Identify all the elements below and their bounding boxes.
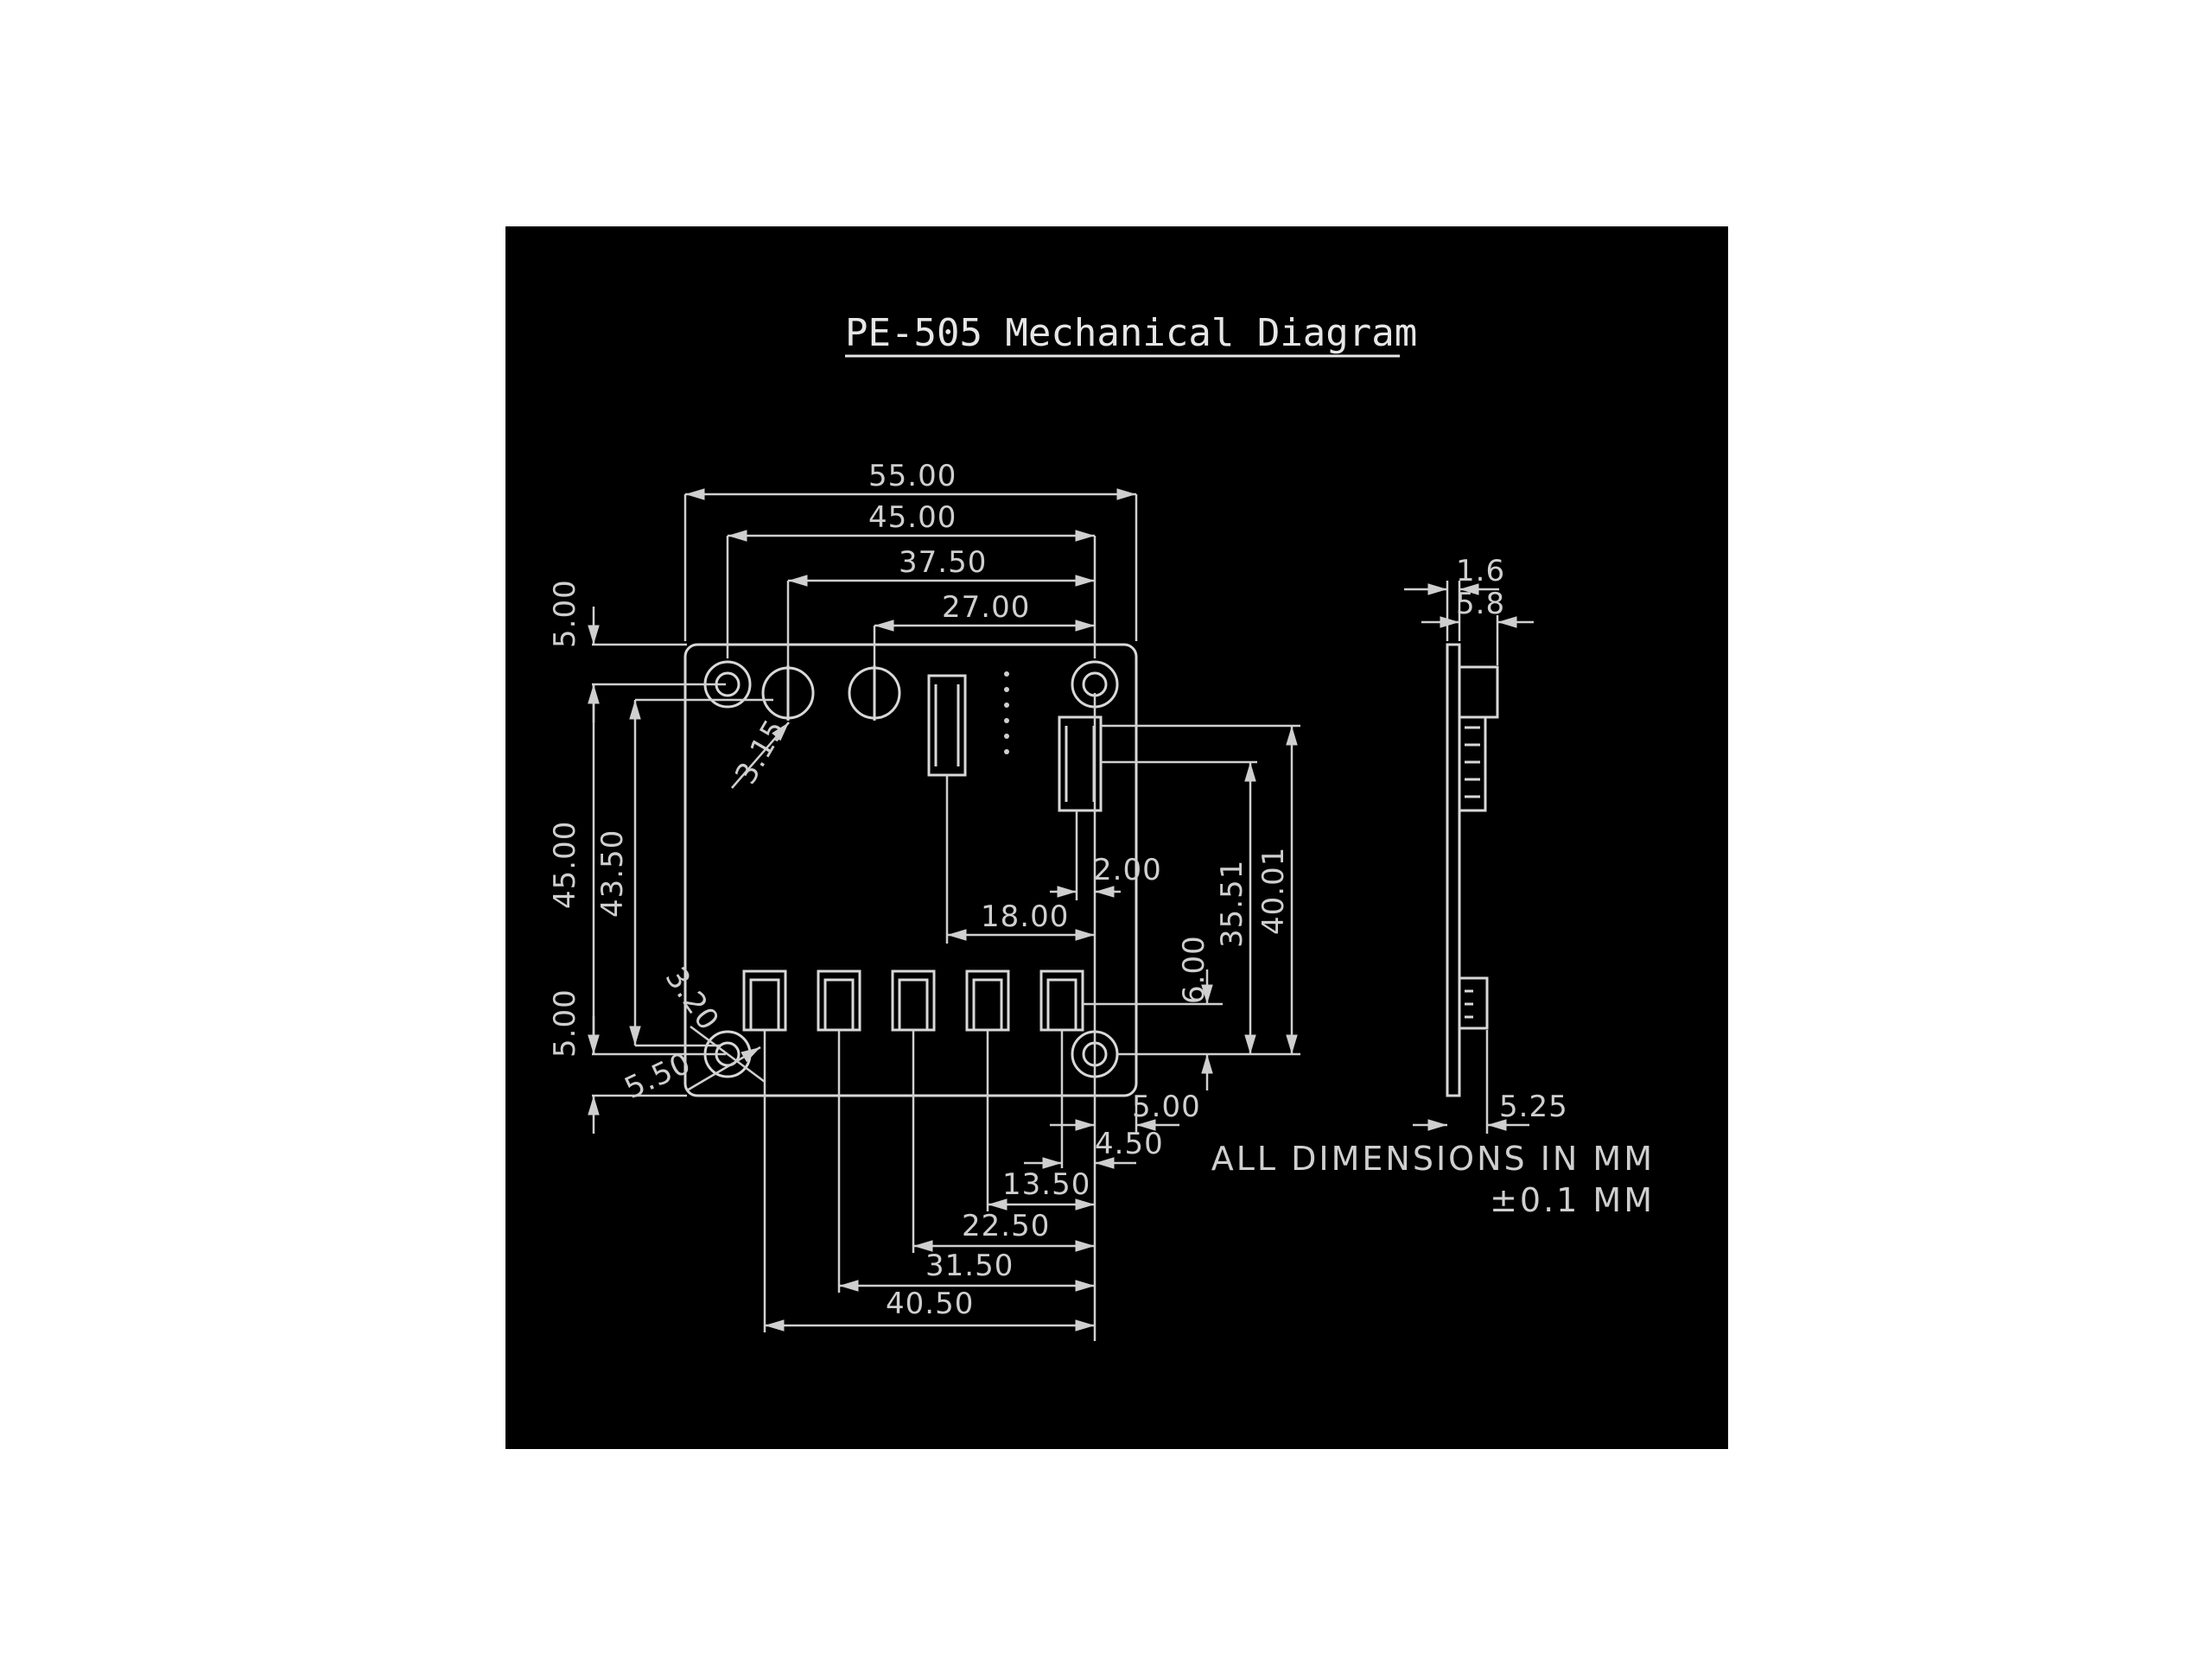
dim-2-label: 2.00 xyxy=(1093,853,1162,887)
dim-45-left-label: 45.00 xyxy=(548,821,582,909)
dim-4350 xyxy=(629,698,773,1047)
dim-3551-label: 35.51 xyxy=(1215,860,1249,948)
dia-315-leader xyxy=(731,721,790,789)
dia-315-label: 3.15 xyxy=(728,713,792,790)
dim-27 xyxy=(873,620,1095,665)
dim-3150-label: 31.50 xyxy=(925,1249,1014,1283)
dim-55-label: 55.00 xyxy=(868,459,957,493)
dia-320-label: 3.20 xyxy=(658,961,726,1037)
dia-320-leader xyxy=(690,1025,766,1084)
dim-550-leader xyxy=(686,1046,761,1092)
note-dimensions: ALL DIMENSIONS IN MM xyxy=(1211,1140,1655,1178)
dim-450-label: 4.50 xyxy=(1095,1127,1164,1161)
dim-18 xyxy=(945,775,1095,944)
dim-5-bottom-label: 5.00 xyxy=(1132,1090,1201,1124)
dim-5-bottom-left-label: 5.00 xyxy=(548,988,582,1058)
bottom-connector-2 xyxy=(817,969,861,1032)
dim-1350-label: 13.50 xyxy=(1002,1167,1090,1202)
dim-18-label: 18.00 xyxy=(981,899,1069,934)
dim-3750-label: 37.50 xyxy=(899,545,987,580)
board-outline xyxy=(683,643,1138,1097)
diagram-title: PE-505 Mechanical Diagram xyxy=(845,311,1417,355)
dim-58 xyxy=(1421,615,1534,665)
dim-27-label: 27.00 xyxy=(942,590,1030,625)
bottom-ext-lines xyxy=(763,1030,1138,1341)
diagram-panel: PE-505 Mechanical Diagram 55 xyxy=(505,226,1728,1449)
dim-16-label: 1.6 xyxy=(1456,554,1505,588)
bottom-connector-4 xyxy=(965,969,1010,1032)
dim-45-top xyxy=(726,530,1096,658)
connector-upper-1 xyxy=(927,674,967,777)
dim-55 xyxy=(683,488,1138,641)
left-ext-lines xyxy=(592,643,726,1097)
dim-6-label: 6.00 xyxy=(1177,935,1211,1004)
dim-58-label: 5.8 xyxy=(1456,587,1505,621)
dim-525-label: 5.25 xyxy=(1499,1090,1568,1124)
side-view xyxy=(1446,643,1499,1097)
bottom-connector-3 xyxy=(891,969,936,1032)
mechanical-diagram: PE-505 Mechanical Diagram 55 xyxy=(548,311,1655,1341)
right-ext-lines xyxy=(1083,724,1300,1056)
dim-2 xyxy=(1050,693,1121,1096)
dim-5-top-left-label: 5.00 xyxy=(548,579,582,648)
dim-4350-label: 43.50 xyxy=(595,830,630,918)
dim-4001-label: 40.01 xyxy=(1256,847,1291,935)
bottom-connector-5 xyxy=(1039,969,1084,1032)
dim-45-top-label: 45.00 xyxy=(868,500,957,535)
dim-16 xyxy=(1404,581,1499,641)
dim-2250-label: 22.50 xyxy=(962,1209,1050,1243)
note-tolerance: ±0.1 MM xyxy=(1490,1181,1655,1219)
dim-525 xyxy=(1413,1030,1529,1134)
dim-4050-label: 40.50 xyxy=(886,1287,974,1321)
dim-3750 xyxy=(786,575,1095,665)
bottom-connector-1 xyxy=(742,969,787,1032)
pin-header-dots xyxy=(1004,671,1009,754)
